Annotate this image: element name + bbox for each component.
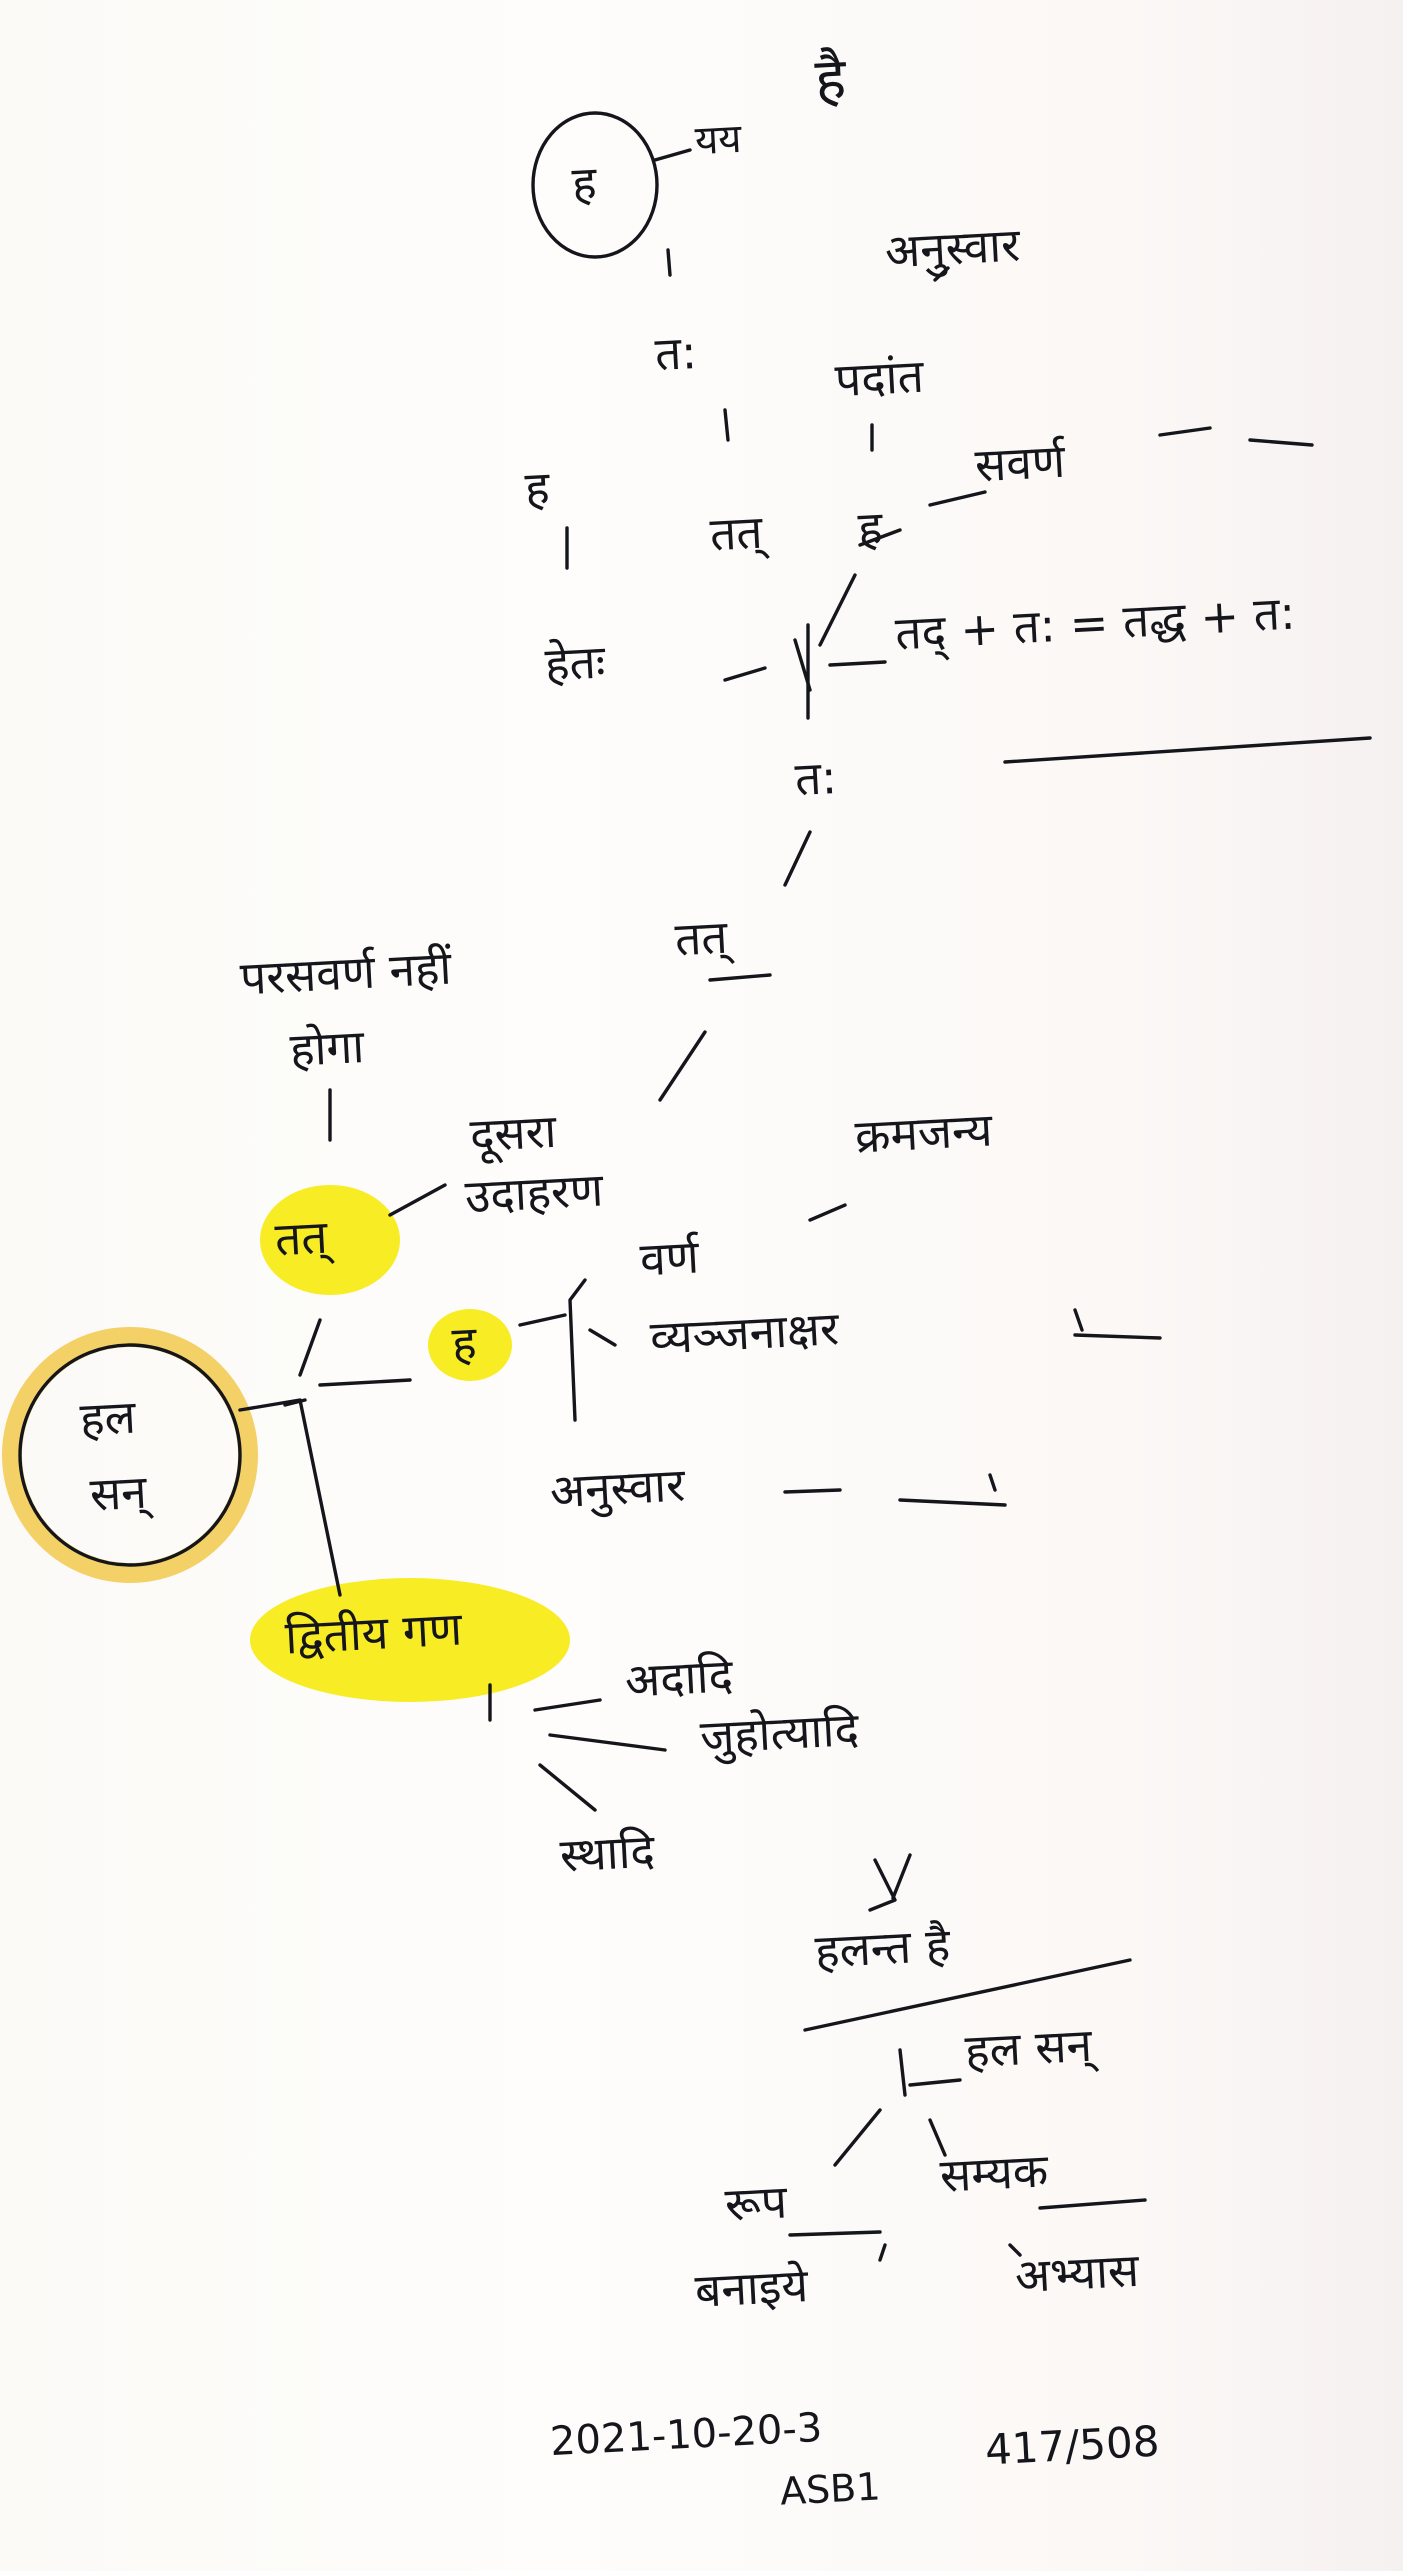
kramjanya-text: क्रमजन्य xyxy=(853,1102,994,1164)
ha-highlighted-text: ह xyxy=(450,1315,478,1371)
rupa-text: रूप xyxy=(723,2174,789,2232)
hal-sandhi-circle xyxy=(18,1343,242,1567)
banaiye-text: बनाइये xyxy=(693,2258,810,2318)
ta-2-text: त: xyxy=(793,749,839,807)
dusra-text: दूसरा xyxy=(468,1103,558,1163)
ha-left-text: ह xyxy=(523,460,551,516)
tat-2-text: तत् xyxy=(673,909,729,967)
anusvar-2-text: अनुस्वार xyxy=(548,1457,687,1519)
highlight-ha xyxy=(428,1309,512,1381)
vyanjanakshar-text: व्यञ्जनाक्षर xyxy=(648,1301,841,1365)
top-right-text: है xyxy=(813,44,848,114)
halanta-text: हलन्त है xyxy=(813,1917,952,1979)
highlight-ring-hal-sandhi xyxy=(2,1327,258,1583)
footer-page-number: 417/508 xyxy=(983,2416,1161,2475)
hatah-text: हेतः xyxy=(543,634,607,692)
savarna-text: सवर्ण xyxy=(973,433,1067,493)
footer-code: ASB1 xyxy=(778,2464,882,2514)
ta-text: त: xyxy=(653,324,699,382)
root-circle xyxy=(531,111,659,259)
varna-text: वर्ण xyxy=(638,1229,701,1287)
adadi-text: अदादि xyxy=(623,1648,735,1708)
hal-sandhi-text: हल सन् xyxy=(963,2017,1094,2079)
anusvar-text: अनुस्वार xyxy=(883,217,1022,279)
parasavarna-text: परसवर्ण नहीं xyxy=(238,940,453,1006)
tat-text: तत् xyxy=(708,504,764,562)
dvitiya-gana-text: द्वितीय गण xyxy=(283,1601,464,1665)
juhotyadi-text: जुहोत्यादि xyxy=(698,1701,861,1765)
sandhi-text: सन् xyxy=(88,1464,149,1522)
samyak-text: सम्यक xyxy=(938,2143,1050,2203)
ha-mid-text: ह xyxy=(856,500,884,556)
highlight-dvitiya xyxy=(250,1578,570,1702)
hoga-text: होगा xyxy=(288,1019,366,1077)
tat-highlighted-text: तत् xyxy=(273,1209,329,1267)
udaharan-text: उदाहरण xyxy=(463,1162,605,1224)
root-label-text: यय xyxy=(693,115,743,165)
pada-text: पदांत xyxy=(833,348,926,408)
root-ha-text: ह xyxy=(570,155,598,211)
sthadi-text: स्थादि xyxy=(558,1823,656,1883)
highlight-tat xyxy=(260,1185,400,1295)
hal-text: हल xyxy=(78,1389,137,1447)
abhyas-text: अभ्यास xyxy=(1013,2242,1141,2304)
